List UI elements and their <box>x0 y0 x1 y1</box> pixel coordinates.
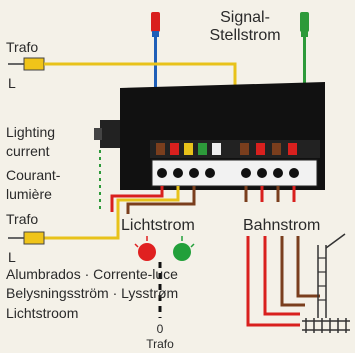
signal-lamps <box>134 236 195 318</box>
lighting-label-line2: current <box>6 143 50 159</box>
multilang-label-line3: Lichtstroom <box>6 305 78 321</box>
multilang-label-line2: Belysningsström · Lysstrøm <box>6 285 178 301</box>
signal-plug-red <box>151 12 160 92</box>
signal-label-line1: Signal- <box>220 9 270 26</box>
multilang-label-line1: Alumbrados · Corrente-luce <box>6 266 178 282</box>
track-wires <box>244 186 320 327</box>
control-module <box>94 82 325 190</box>
lichtstrom-label: Lichtstrom <box>121 217 195 234</box>
bahnstrom-label: Bahnstrom <box>243 217 320 234</box>
courant-label-line1: Courant- <box>6 167 61 183</box>
trafo-top-l-label: L <box>8 75 16 91</box>
bottom-zero-label: 0 <box>157 322 164 336</box>
lighting-label-line1: Lighting <box>6 124 55 140</box>
courant-label-line2: lumière <box>6 186 52 202</box>
signal-label-line2: Stellstrom <box>209 27 280 44</box>
lighting-wires <box>44 150 196 240</box>
trafo-top-label: Trafo <box>6 39 38 55</box>
trafo-mid-l-label: L <box>8 249 16 265</box>
signal-plug-green <box>300 12 325 87</box>
trafo-mid <box>8 231 45 245</box>
trafo-top <box>8 57 237 92</box>
bottom-trafo-label: Trafo <box>146 337 174 351</box>
track-sketch <box>302 233 350 333</box>
trafo-mid-label: Trafo <box>6 211 38 227</box>
